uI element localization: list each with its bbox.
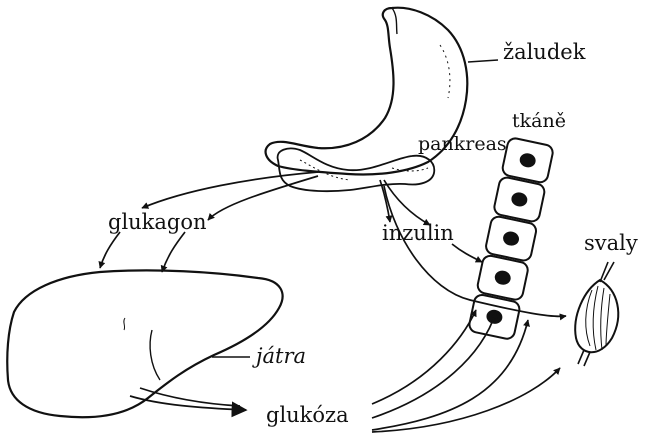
- glucose-arrows: [372, 310, 560, 432]
- stomach-leader-line: [468, 60, 498, 62]
- pancreas-label: pankreas: [418, 135, 507, 154]
- insulin-label: inzulin: [382, 223, 454, 244]
- tissues-label: tkáně: [512, 112, 566, 131]
- muscles-label: svaly: [584, 233, 638, 254]
- muscle-shape: [575, 262, 618, 366]
- stomach-label: žaludek: [503, 42, 585, 63]
- liver-shape: [7, 270, 282, 417]
- glucagon-label: glukagon: [108, 212, 207, 233]
- glucose-label: glukóza: [266, 405, 349, 426]
- liver-label: játra: [256, 346, 306, 367]
